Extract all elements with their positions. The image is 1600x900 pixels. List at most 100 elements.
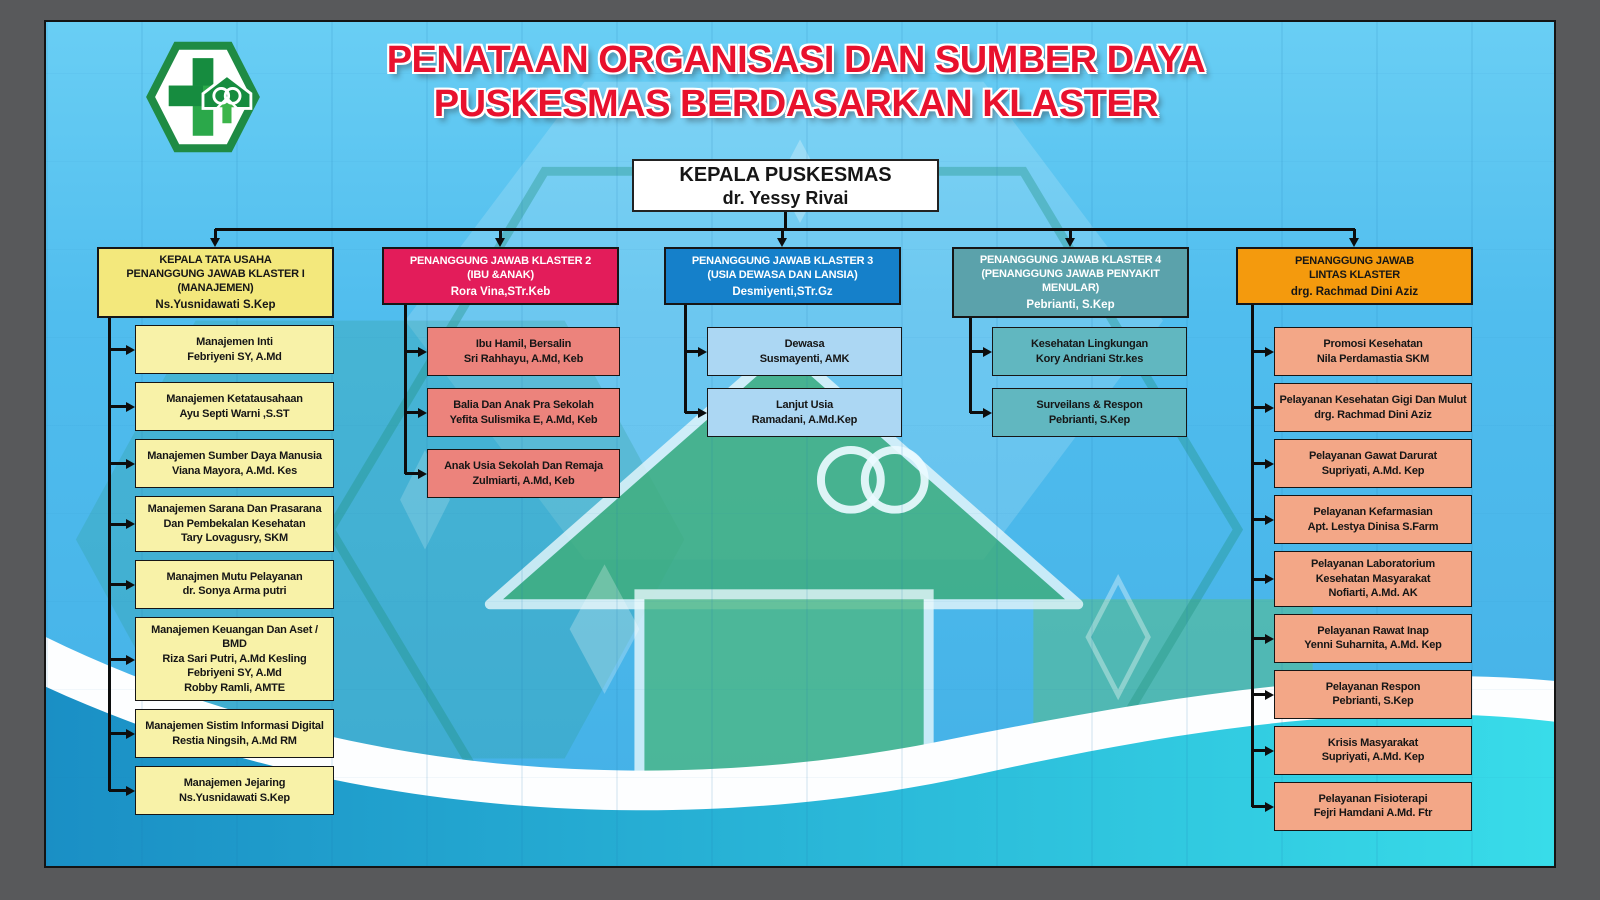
connector-line — [1353, 229, 1356, 239]
connector-line — [405, 350, 419, 353]
connector-line — [109, 462, 127, 465]
arrowhead-down — [777, 238, 787, 247]
org-box-line: Yefita Sulismika E, A.Md, Keb — [449, 413, 598, 426]
connector-line — [1252, 462, 1266, 465]
arrowhead-right — [418, 407, 427, 418]
org-box-line: Promosi Kesehatan — [1323, 338, 1423, 350]
arrowhead-right — [1265, 514, 1274, 525]
org-box-line: Susmayenti, AMK — [759, 352, 850, 365]
column-header-klaster-3: PENANGGUNG JAWAB KLASTER 3(USIA DEWASA D… — [664, 247, 901, 305]
org-box-line: Manajemen Ketatausahaan — [166, 393, 303, 405]
connector-line — [683, 305, 687, 413]
page-title-line2: PUSKESMAS BERDASARKAN KLASTER — [433, 83, 1159, 126]
org-box-line: Kesehatan Lingkungan — [1030, 338, 1149, 350]
arrowhead-right — [698, 346, 707, 357]
arrowhead-right — [126, 728, 135, 739]
arrowhead-right — [1265, 574, 1274, 584]
org-box-line: Ramadani, A.Md.Kep — [751, 413, 858, 426]
header-person-name: drg. Rachmad Dini Aziz — [1290, 285, 1419, 298]
connector-line — [109, 405, 127, 408]
header-person-name: Ns.Yusnidawati S.Kep — [155, 299, 276, 311]
connector-line — [214, 229, 217, 239]
arrowhead-down — [1349, 238, 1359, 247]
org-box-line: Nila Perdamastia SKM — [1316, 352, 1430, 365]
arrowhead-right — [1265, 346, 1274, 357]
arrowhead-right — [126, 458, 135, 469]
connector-line — [499, 229, 502, 239]
page-title: PENATAAN ORGANISASI DAN SUMBER DAYA PUSK… — [316, 38, 1276, 126]
connector-line — [403, 305, 407, 474]
arrowhead-right — [418, 346, 427, 357]
connector-line — [970, 350, 984, 353]
connector-line — [1252, 577, 1266, 581]
connector-line — [1252, 518, 1266, 521]
org-box-line: Tary Lovagusry, SKM — [180, 532, 289, 544]
root-box-kepala-puskesmas: KEPALA PUSKESMAS dr. Yessy Rivai — [632, 159, 939, 212]
org-box-line: Riza Sari Putri, A.Md Kesling — [162, 652, 307, 665]
arrowhead-right — [126, 344, 135, 355]
header-person-name: Rora Vina,STr.Keb — [450, 285, 551, 298]
org-box-line: Pelayanan Fisioterapi — [1318, 792, 1428, 805]
org-box-klaster-1: Manajemen Sarana Dan Prasarana Dan Pembe… — [135, 496, 334, 552]
arrowhead-right — [983, 346, 992, 357]
org-box-line: Manajemen Sumber Daya Manusia — [147, 450, 322, 462]
org-box-line: Restia Ningsih, A.Md RM — [172, 734, 297, 747]
org-box-line: dr. Sonya Arma putri — [182, 585, 287, 597]
connector-line — [215, 227, 1355, 231]
arrowhead-right — [126, 785, 135, 796]
arrowhead-right — [1265, 689, 1274, 700]
arrowhead-right — [126, 654, 135, 665]
root-name: dr. Yessy Rivai — [722, 187, 849, 208]
org-box-line: Ibu Hamil, Bersalin — [475, 338, 572, 350]
org-box-line: Kory Andriani Str.kes — [1035, 352, 1144, 365]
connector-line — [1069, 229, 1072, 239]
connector-line — [1252, 693, 1266, 696]
org-box-line: Nofiarti, A.Md. AK — [1328, 587, 1418, 599]
root-title: KEPALA PUSKESMAS — [679, 163, 892, 186]
arrowhead-right — [418, 468, 427, 479]
arrowhead-right — [126, 519, 135, 529]
connector-line — [968, 318, 972, 413]
page-title-line1: PENATAAN ORGANISASI DAN SUMBER DAYA — [386, 39, 1206, 81]
header-person-name: Desmiyenti,STr.Gz — [732, 285, 833, 298]
org-box-line: Manajmen Mutu Pelayanan — [166, 570, 303, 583]
arrowhead-down — [495, 238, 505, 247]
connector-line — [109, 732, 127, 735]
connector-line — [405, 411, 419, 414]
org-box-line: Pelayanan Respon — [1325, 680, 1421, 693]
org-box-line: Robby Ramli, AMTE — [184, 681, 285, 694]
connector-line — [1252, 406, 1266, 409]
org-box-line: Fejri Hamdani A.Md. Ftr — [1313, 807, 1433, 819]
org-box-line: Kesehatan Masyarakat — [1315, 572, 1431, 585]
connector-line — [109, 658, 127, 661]
poster-slide: PENATAAN ORGANISASI DAN SUMBER DAYA PUSK… — [44, 20, 1556, 868]
org-box-line: Viana Mayora, A.Md. Kes — [172, 464, 297, 477]
arrowhead-down — [210, 238, 220, 247]
header-title-line: (IBU &ANAK) — [467, 268, 534, 281]
arrowhead-right — [1265, 402, 1274, 413]
puskesmas-logo-icon — [146, 41, 260, 153]
connector-line — [970, 411, 984, 414]
org-box-line: Pebrianti, S.Kep — [1048, 413, 1131, 426]
org-box-line: Supriyati, A.Md. Kep — [1321, 751, 1425, 763]
header-title-line: (USIA DEWASA DAN LANSIA) — [707, 268, 858, 281]
header-title-line: PENANGGUNG JAWAB KLASTER 2 — [409, 254, 592, 267]
arrowhead-right — [1265, 458, 1274, 469]
arrowhead-right — [126, 579, 135, 590]
header-title-line: PENANGGUNG JAWAB KLASTER 3 — [691, 254, 874, 267]
org-box-line: Pelayanan Gawat Darurat — [1308, 450, 1438, 462]
